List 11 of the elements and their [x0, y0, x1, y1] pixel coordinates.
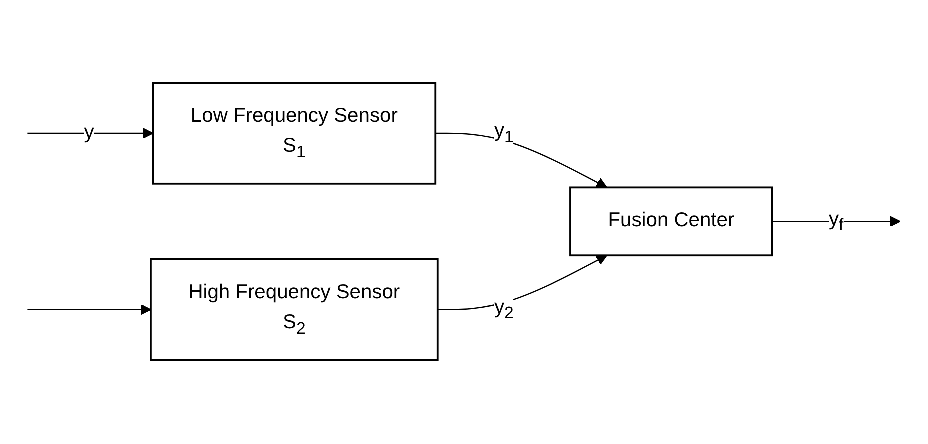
node-box: Low Frequency Sensor S$_{1}$: [152, 82, 437, 186]
arrow: [28, 304, 152, 316]
arrow: [28, 128, 154, 140]
arrow: [436, 133, 608, 189]
edge-label: y: [84, 122, 94, 144]
node-box: Fusion Center: [570, 187, 774, 257]
node-box: High Frequency Sensor S$_{2}$: [150, 258, 439, 362]
edge-label: y$_{2}$: [494, 297, 514, 323]
edge-label: y$_{f}$: [828, 209, 844, 235]
arrow: [438, 255, 608, 311]
edge-label: y$_{1}$: [494, 121, 514, 147]
